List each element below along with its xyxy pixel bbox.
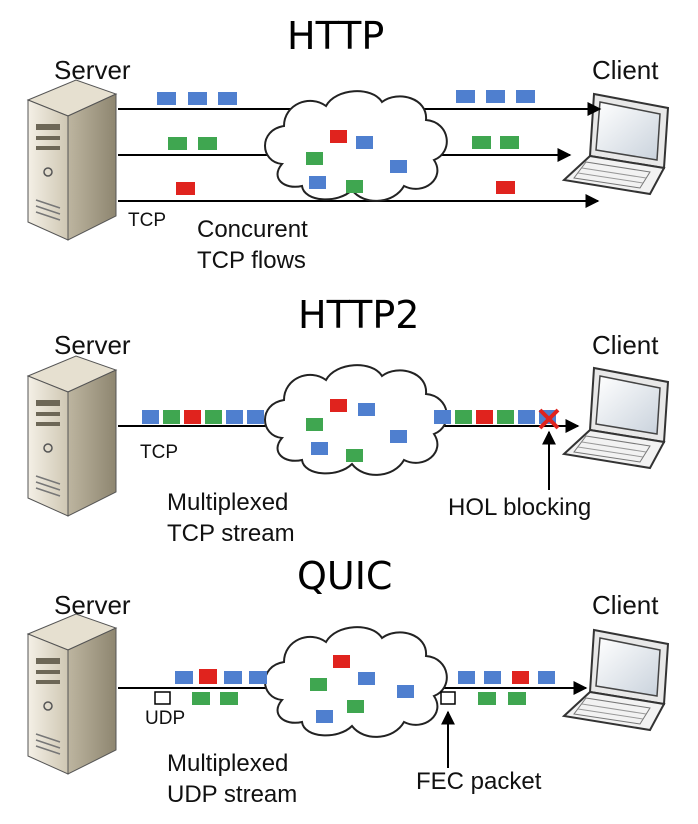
- http-panel: [27, 79, 669, 241]
- packet: [484, 671, 501, 684]
- packet: [496, 181, 515, 194]
- client-label: Client: [592, 330, 659, 360]
- http2-panel: [27, 355, 669, 517]
- packet: [176, 182, 195, 195]
- laptop-icon: [563, 367, 669, 469]
- packet: [497, 410, 514, 424]
- packet: [516, 90, 535, 103]
- packet: [188, 92, 207, 105]
- packet: [333, 655, 350, 668]
- packets: [154, 655, 555, 723]
- packet: [306, 152, 323, 165]
- packet: [224, 671, 242, 684]
- server-icon: [27, 79, 117, 241]
- packet: [500, 136, 519, 149]
- packets: [157, 90, 535, 195]
- fec-packet: [440, 691, 456, 705]
- packet: [434, 410, 451, 424]
- packet: [247, 410, 264, 424]
- quic-title: QUIC: [297, 554, 393, 598]
- packet: [358, 403, 375, 416]
- caption-line-2: TCP flows: [197, 247, 306, 274]
- packet: [163, 410, 180, 424]
- packet: [346, 180, 363, 193]
- fec-packet-label: FEC packet: [416, 768, 542, 795]
- cloud-icon: [264, 626, 448, 738]
- packet: [458, 671, 475, 684]
- tcp-label: TCP: [140, 442, 178, 463]
- packet: [397, 685, 414, 698]
- hol-blocking-label: HOL blocking: [448, 494, 592, 521]
- laptop-icon: [563, 629, 669, 731]
- packet: [309, 176, 326, 189]
- quic-panel: [27, 613, 669, 775]
- http-title: HTTP: [287, 14, 385, 58]
- caption-line-2: UDP stream: [167, 781, 298, 808]
- packet: [358, 672, 375, 685]
- caption: Concurent TCP flows: [197, 214, 308, 276]
- packet: [356, 136, 373, 149]
- caption-line-2: TCP stream: [167, 520, 295, 547]
- server-label: Server: [54, 330, 131, 360]
- packet: [184, 410, 201, 424]
- udp-label: UDP: [145, 708, 186, 729]
- caption: Multiplexed UDP stream: [167, 748, 297, 810]
- packet: [390, 430, 407, 443]
- http2-title: HTTP2: [298, 293, 420, 337]
- client-label: Client: [592, 590, 659, 620]
- packet: [512, 671, 529, 684]
- packet: [456, 90, 475, 103]
- packet: [192, 692, 210, 705]
- fec-packet: [154, 691, 171, 705]
- packet: [175, 671, 193, 684]
- packet: [142, 410, 159, 424]
- packet: [306, 418, 323, 431]
- tcp-label: TCP: [128, 210, 166, 231]
- packet: [508, 692, 526, 705]
- caption-line-1: Multiplexed: [167, 489, 289, 516]
- packet: [316, 710, 333, 723]
- packet: [476, 410, 493, 424]
- packet: [220, 692, 238, 705]
- packet: [472, 136, 491, 149]
- client-label: Client: [592, 55, 659, 85]
- packet: [486, 90, 505, 103]
- packet: [199, 669, 217, 684]
- packets: [142, 399, 556, 462]
- caption-line-1: Concurent: [197, 216, 308, 243]
- packet: [157, 92, 176, 105]
- packet: [478, 692, 496, 705]
- packet: [249, 671, 267, 684]
- blocked-x-icon: [538, 408, 560, 430]
- packet: [347, 700, 364, 713]
- packet: [330, 399, 347, 412]
- packet: [310, 678, 327, 691]
- packet: [226, 410, 243, 424]
- packet: [198, 137, 217, 150]
- packet: [330, 130, 347, 143]
- packet: [168, 137, 187, 150]
- caption: Multiplexed TCP stream: [167, 487, 295, 549]
- packet: [346, 449, 363, 462]
- caption-line-1: Multiplexed: [167, 750, 289, 777]
- packet: [205, 410, 222, 424]
- server-icon: [27, 613, 117, 775]
- packet: [455, 410, 472, 424]
- packet: [518, 410, 535, 424]
- server-label: Server: [54, 55, 131, 85]
- packet: [538, 671, 555, 684]
- server-label: Server: [54, 590, 131, 620]
- packet: [311, 442, 328, 455]
- packet: [218, 92, 237, 105]
- server-icon: [27, 355, 117, 517]
- packet: [390, 160, 407, 173]
